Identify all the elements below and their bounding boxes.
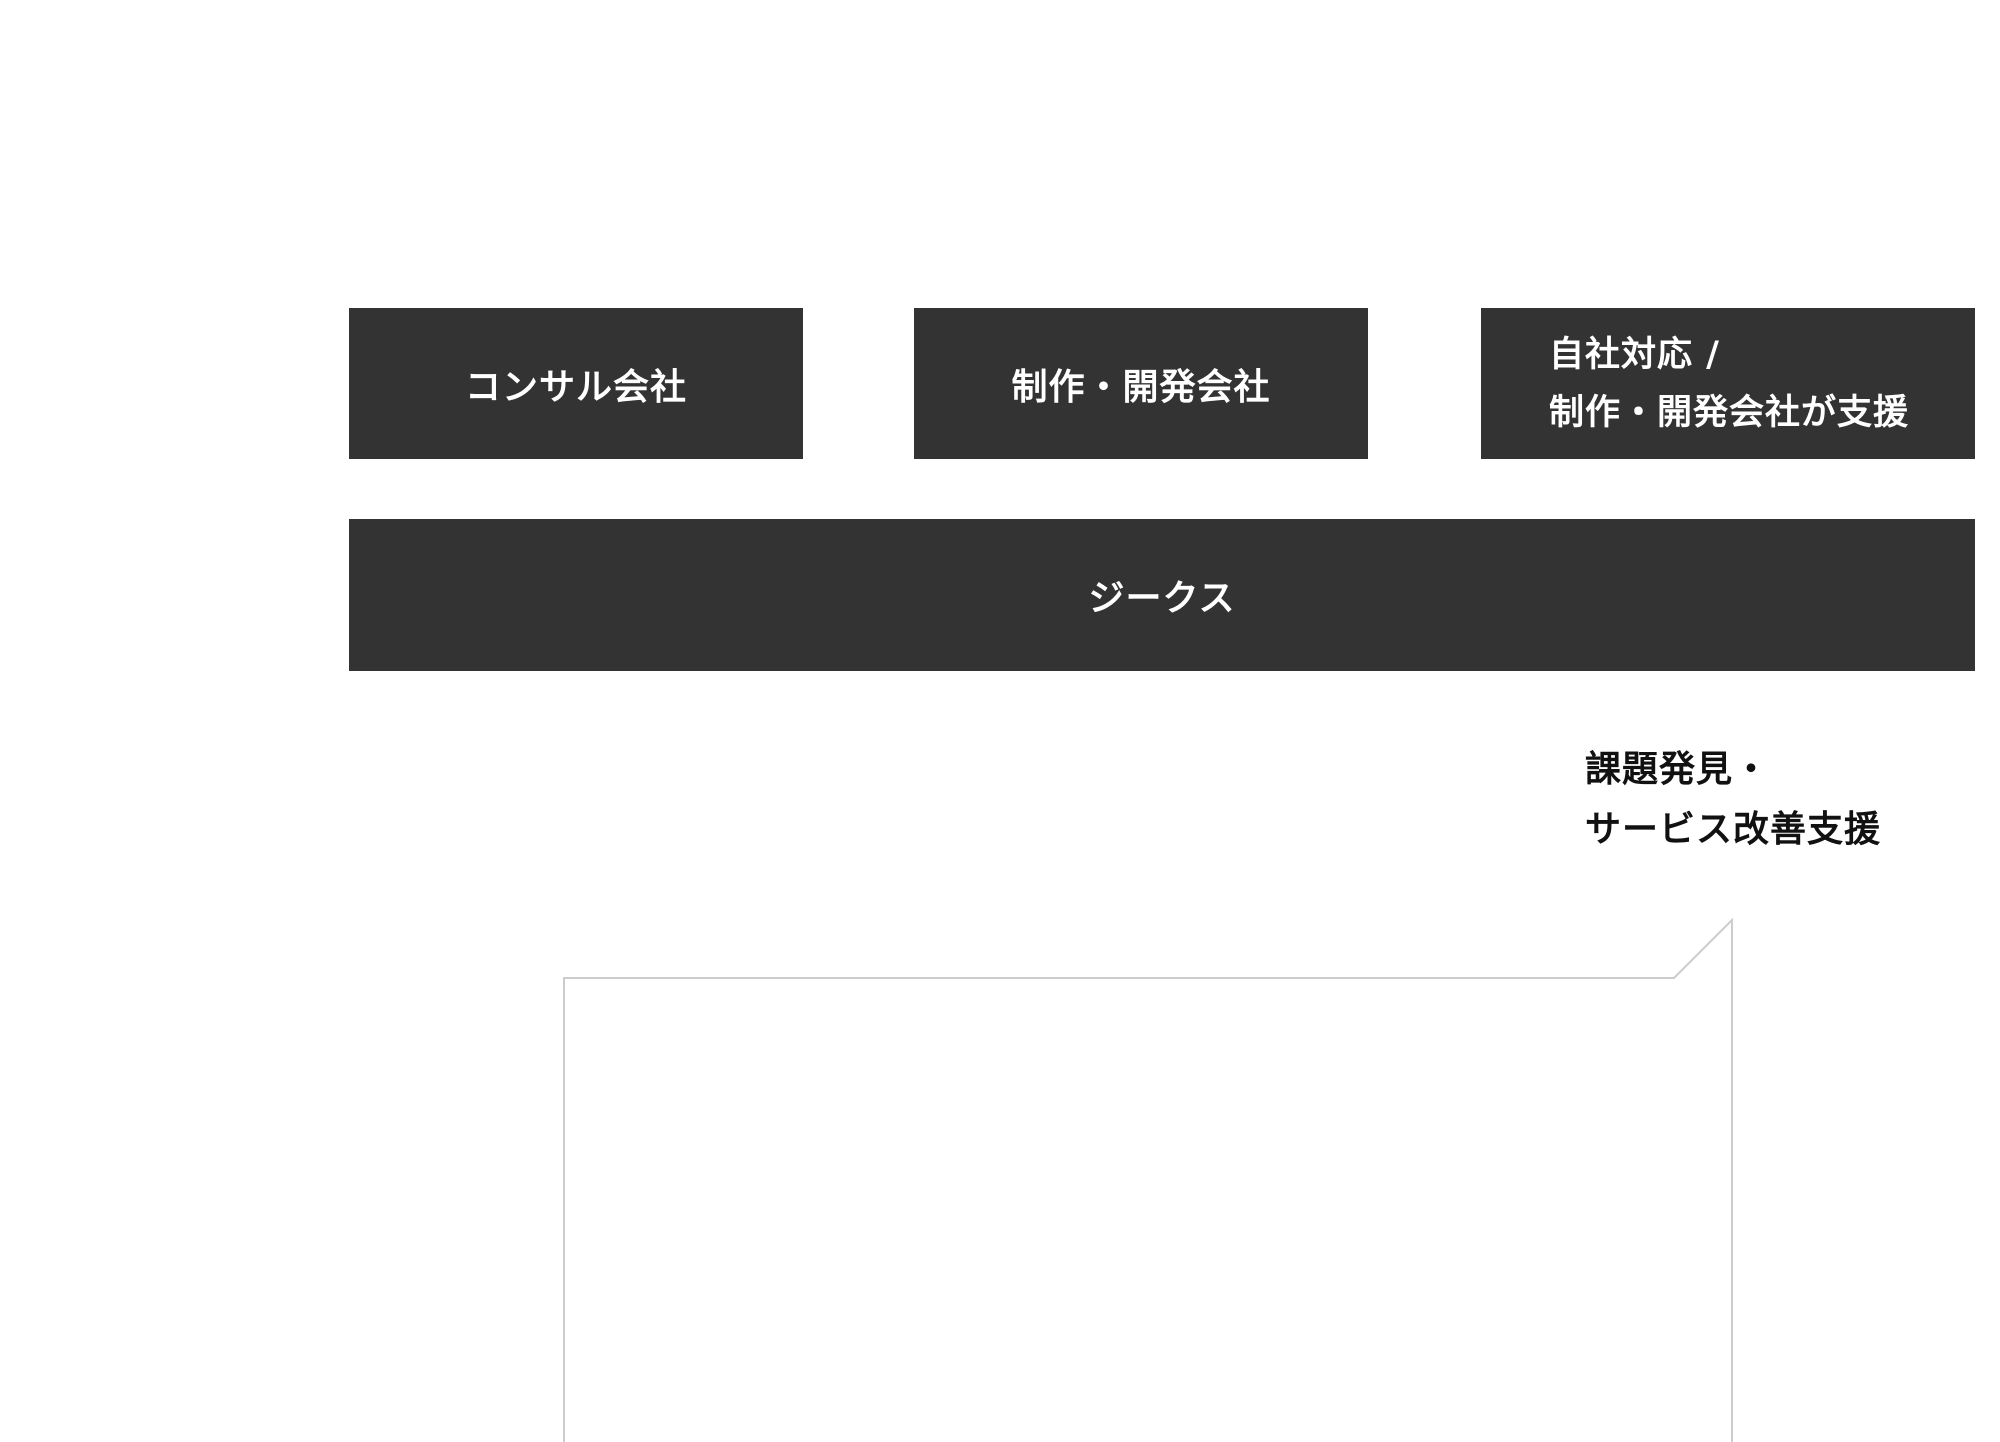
dev-company-label: 制作・開発会社 <box>1011 366 1271 408</box>
consul-company-box: コンサル会社 <box>349 308 803 459</box>
self-support-text: 自社対応 / 制作・開発会社が支援 <box>1549 326 1909 442</box>
support-line-1: 課題発見・ <box>1585 749 1771 790</box>
support-label: 課題発見・ サービス改善支援 <box>1585 740 1881 860</box>
support-line-2: サービス改善支援 <box>1585 809 1882 850</box>
zeex-label: ジークス <box>1088 578 1236 619</box>
self-support-box: 自社対応 / 制作・開発会社が支援 <box>1481 308 1975 459</box>
dev-company-box: 制作・開発会社 <box>914 308 1368 459</box>
self-support-line-2: 制作・開発会社が支援 <box>1549 392 1910 433</box>
self-support-line-1: 自社対応 / <box>1549 334 1720 375</box>
callout-outline <box>563 917 1733 1442</box>
zeex-box: ジークス <box>349 519 1975 671</box>
consul-company-label: コンサル会社 <box>464 366 687 408</box>
